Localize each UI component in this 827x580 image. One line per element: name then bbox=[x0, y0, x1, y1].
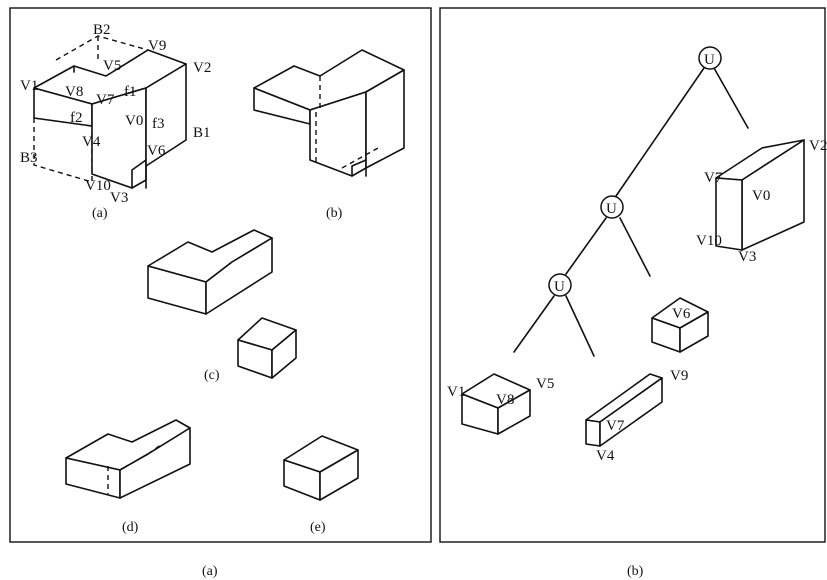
label-V9: V9 bbox=[148, 38, 166, 54]
union-symbol: U bbox=[606, 201, 617, 217]
label-V9: V9 bbox=[670, 368, 688, 384]
union-node-middle: U bbox=[600, 195, 624, 219]
label-V10: V10 bbox=[85, 178, 111, 194]
label-V3: V3 bbox=[110, 190, 128, 206]
label-B3: B3 bbox=[20, 150, 38, 166]
fig-e-drawing: (e) bbox=[283, 435, 359, 535]
tree-edges bbox=[513, 67, 749, 357]
label-f3: f3 bbox=[152, 116, 165, 132]
label-V4: V4 bbox=[82, 134, 101, 150]
tree-leaf-box-v1 bbox=[461, 373, 531, 435]
caption-left-panel: (a) bbox=[202, 564, 218, 579]
caption-fig-d: (d) bbox=[122, 520, 139, 535]
label-V8: V8 bbox=[65, 84, 83, 100]
label-B2: B2 bbox=[93, 22, 111, 38]
label-V2: V2 bbox=[809, 138, 827, 154]
caption-fig-c: (c) bbox=[204, 368, 220, 383]
label-V6: V6 bbox=[672, 306, 691, 322]
tree-leaf-bar bbox=[585, 373, 663, 447]
fig-c-drawing: (c) bbox=[147, 229, 297, 383]
caption-fig-b: (b) bbox=[326, 206, 343, 221]
fig-a-drawing bbox=[33, 35, 187, 189]
label-V2: V2 bbox=[193, 60, 211, 76]
label-V6: V6 bbox=[147, 143, 166, 159]
label-V0: V0 bbox=[752, 188, 770, 204]
union-symbol: U bbox=[554, 279, 565, 295]
tree-leaf-box-v6 bbox=[651, 297, 709, 353]
union-node-lower: U bbox=[548, 273, 572, 297]
caption-fig-a: (a) bbox=[92, 206, 108, 221]
label-V5: V5 bbox=[536, 376, 554, 392]
label-f2: f2 bbox=[70, 110, 83, 126]
union-symbol: U bbox=[704, 52, 715, 68]
right-panel-frame bbox=[439, 7, 826, 543]
label-V5: V5 bbox=[103, 58, 121, 74]
label-V1: V1 bbox=[20, 78, 38, 94]
fig-b-drawing: (b) bbox=[253, 49, 405, 221]
label-V0: V0 bbox=[125, 113, 143, 129]
label-V7: V7 bbox=[704, 170, 723, 186]
label-V1: V1 bbox=[447, 384, 465, 400]
label-f1: f1 bbox=[124, 84, 137, 100]
fig-d-drawing: (d) bbox=[65, 419, 191, 535]
union-node-root: U bbox=[698, 46, 722, 70]
left-panel-frame bbox=[9, 7, 432, 543]
label-V7: V7 bbox=[96, 92, 115, 108]
fig-a-labels: B2 V9 V5 V2 V1 V8 V7 f1 f2 V0 f3 B1 V4 B… bbox=[20, 22, 211, 221]
label-V3: V3 bbox=[738, 249, 756, 265]
right-panel-labels: V2 V7 V0 V10 V3 V6 V1 V8 V5 V9 V7 V4 bbox=[447, 138, 827, 464]
caption-right-panel: (b) bbox=[627, 564, 644, 579]
label-V8: V8 bbox=[496, 392, 514, 408]
label-V4: V4 bbox=[596, 448, 615, 464]
caption-fig-e: (e) bbox=[310, 520, 326, 535]
label-V10: V10 bbox=[696, 233, 722, 249]
label-B1: B1 bbox=[193, 125, 211, 141]
label-V7: V7 bbox=[606, 418, 625, 434]
tree-leaf-box-large bbox=[715, 139, 805, 251]
